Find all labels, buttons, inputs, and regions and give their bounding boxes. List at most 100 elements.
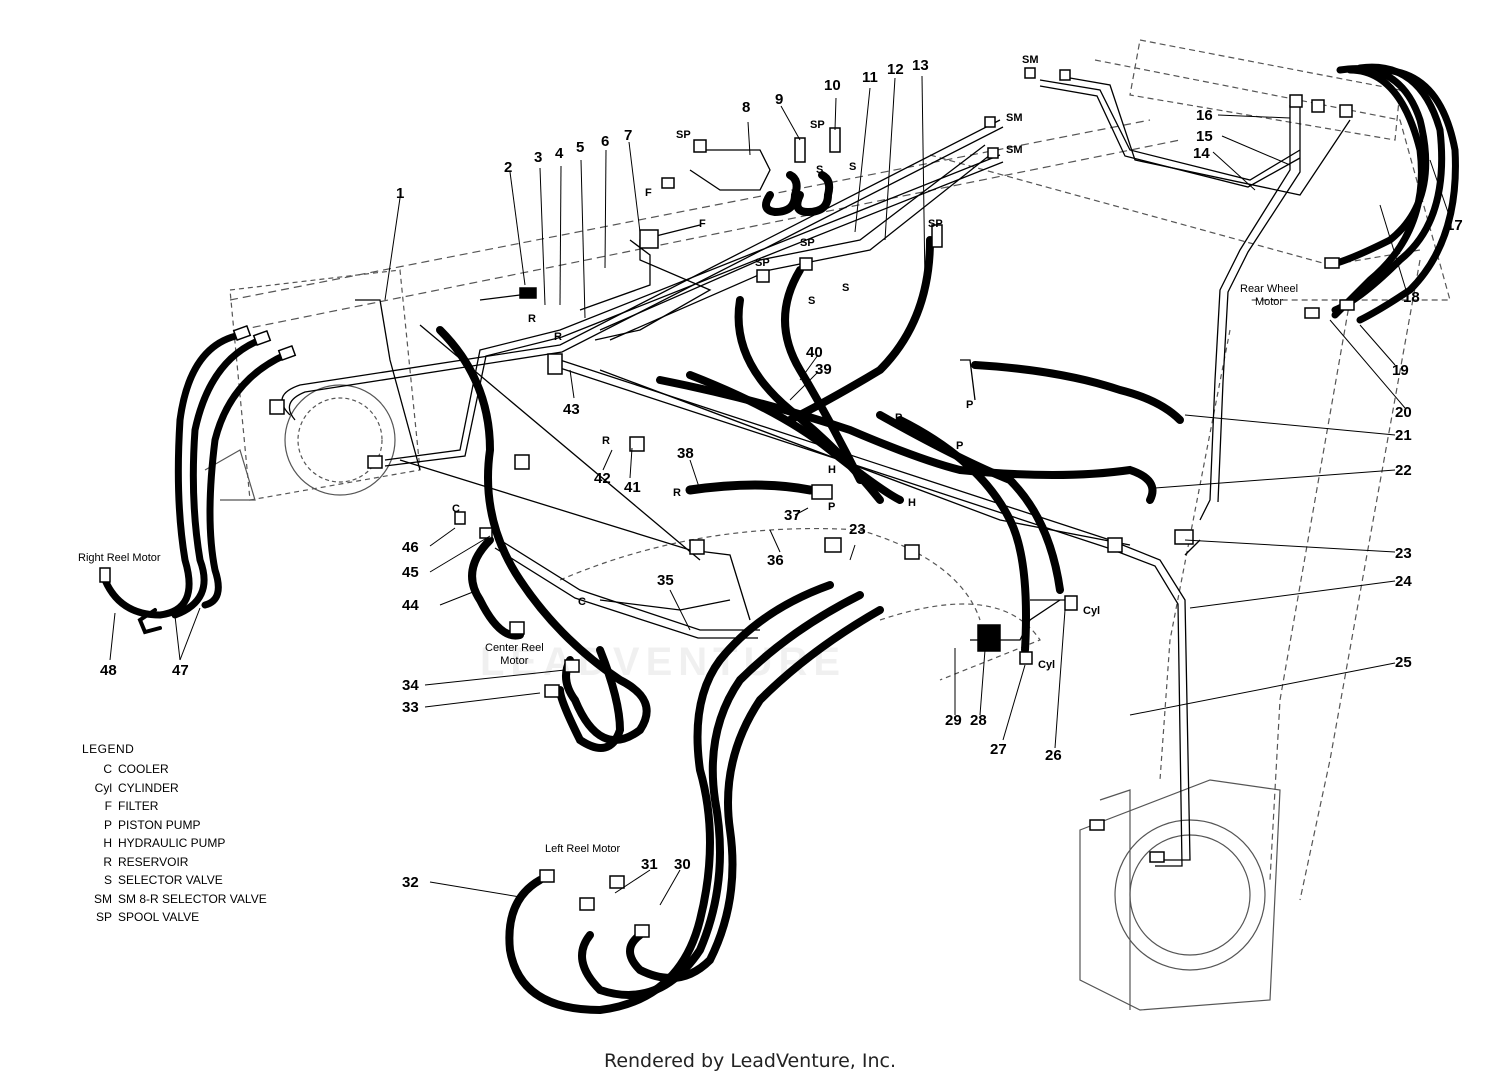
legend-code: C	[103, 762, 112, 776]
part-number: 43	[563, 401, 580, 418]
part-number: 13	[912, 57, 929, 74]
letter-code: SM	[1006, 144, 1023, 156]
legend-code: SP	[95, 910, 112, 924]
legend-code: R	[103, 854, 112, 869]
part-number: 23	[849, 521, 866, 538]
part-number: 20	[1395, 404, 1412, 421]
letter-code: H	[908, 497, 916, 509]
part-number: 1	[396, 185, 405, 202]
letter-code: P	[895, 412, 903, 424]
legend-code: H	[103, 836, 112, 850]
rear-wheel-motor-label: Rear Wheel Motor	[1240, 283, 1299, 308]
letter-code: S	[816, 164, 824, 176]
part-number: 14	[1193, 145, 1210, 162]
legend-code: F	[104, 799, 112, 813]
part-number: 28	[970, 712, 987, 729]
part-number: 7	[624, 127, 633, 144]
letter-code: SP	[800, 237, 815, 249]
part-number: 30	[674, 856, 691, 873]
part-number: 10	[824, 77, 841, 94]
letter-code: P	[966, 399, 974, 411]
legend-item: S SELECTOR VALVE	[82, 871, 322, 890]
legend-text: CYLINDER	[118, 780, 179, 795]
letter-code: SP	[810, 119, 825, 131]
watermark: LEADVENTURE	[480, 640, 847, 684]
part-number: 40	[806, 344, 823, 361]
part-number: 12	[887, 61, 904, 78]
part-number: 39	[815, 361, 832, 378]
letter-code: R	[528, 313, 536, 325]
letter-code: SM	[1006, 112, 1023, 124]
part-number: 3	[534, 149, 543, 166]
part-number: 11	[862, 69, 878, 86]
letter-code: P	[956, 440, 964, 452]
letter-code: P	[828, 501, 836, 513]
part-number: 45	[402, 564, 419, 581]
legend-item: F FILTER	[82, 797, 322, 816]
letter-code: SP	[928, 218, 943, 230]
letter-code: S	[849, 161, 857, 173]
legend-code: S	[103, 873, 112, 887]
part-number: 48	[100, 662, 117, 679]
letter-code: SP	[755, 257, 770, 269]
footer-credit: Rendered by LeadVenture, Inc.	[603, 1050, 897, 1072]
legend-item: SP SPOOL VALVE	[82, 908, 322, 927]
letter-code: SP	[676, 129, 691, 141]
left-reel-motor-label: Left Reel Motor	[545, 843, 621, 855]
part-number: 34	[402, 677, 419, 694]
machine-frame	[204, 39, 1451, 1011]
part-number: 44	[402, 597, 419, 614]
part-number: 42	[594, 470, 611, 487]
letter-code: Cyl	[1038, 659, 1056, 671]
legend-text: SPOOL VALVE	[118, 910, 200, 924]
part-number: 46	[402, 539, 419, 556]
part-number: 18	[1403, 289, 1420, 306]
rigid-tubes	[281, 77, 1351, 867]
part-number: 33	[402, 699, 419, 716]
part-number: 47	[172, 662, 189, 679]
part-number: 36	[767, 552, 784, 569]
legend-code: P	[103, 817, 112, 832]
right-reel-motor-label: Right Reel Motor	[78, 552, 161, 564]
letter-code: H	[828, 464, 836, 476]
legend-item: H HYDRAULIC PUMP	[82, 834, 322, 853]
leader-lines	[109, 75, 1451, 906]
part-number: 5	[576, 139, 585, 156]
letter-code: F	[645, 187, 652, 199]
part-number: 31	[641, 856, 658, 873]
part-number: 38	[677, 445, 694, 462]
letter-code: C	[578, 596, 586, 608]
letter-code: R	[673, 487, 681, 499]
legend-text: HYDRAULIC PUMP	[118, 836, 226, 850]
part-number: 24	[1395, 573, 1412, 590]
legend-text: SELECTOR VALVE	[118, 873, 223, 887]
part-number: 9	[775, 91, 784, 108]
flexible-hoses	[101, 63, 1459, 1015]
part-number: 27	[990, 741, 1007, 758]
letter-code: S	[808, 295, 816, 307]
part-number: 4	[555, 145, 564, 162]
part-number: 6	[601, 133, 610, 150]
letter-code: R	[554, 331, 562, 343]
fittings	[99, 67, 1355, 938]
legend-title: LEGEND	[82, 742, 135, 756]
letter-code: F	[699, 218, 706, 230]
part-number: 17	[1446, 217, 1463, 234]
part-number: 16	[1196, 107, 1213, 124]
legend-text: SM 8-R SELECTOR VALVE	[118, 891, 267, 906]
part-number: 2	[504, 159, 513, 176]
part-number: 19	[1392, 362, 1409, 379]
legend-text: FILTER	[118, 799, 159, 813]
part-number: 8	[742, 99, 751, 116]
part-number: 25	[1395, 654, 1412, 671]
part-number: 41	[624, 479, 641, 496]
part-number: 15	[1196, 128, 1213, 145]
letter-code: SM	[1022, 54, 1039, 66]
part-number: 32	[402, 874, 419, 891]
letter-code: R	[602, 435, 610, 447]
